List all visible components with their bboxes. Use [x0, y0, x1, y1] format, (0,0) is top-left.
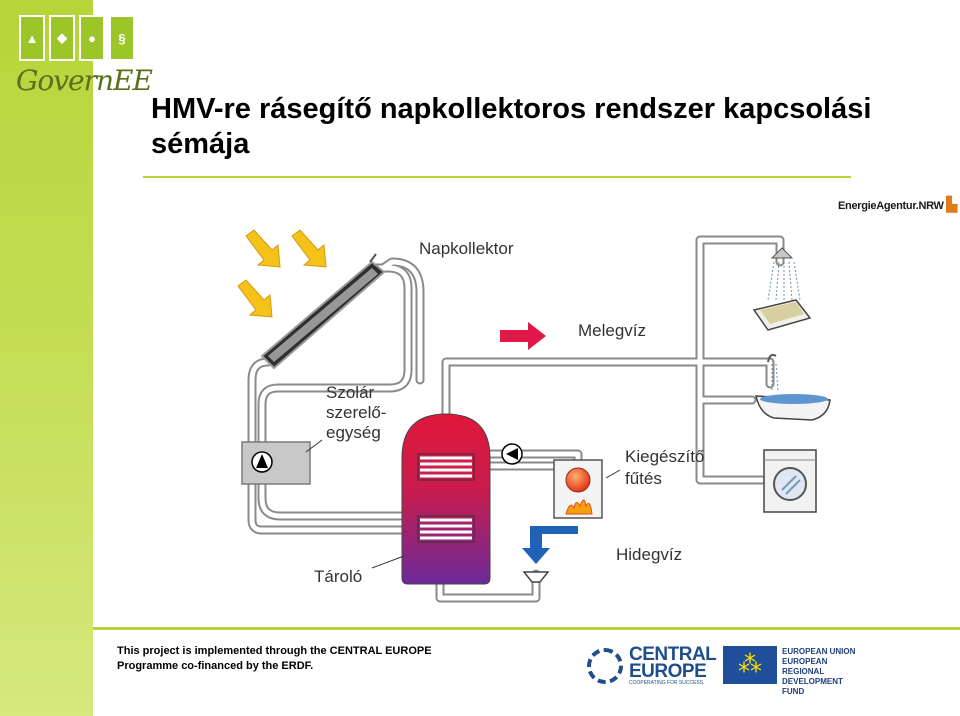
- label-solar-unit-1: Szolár: [326, 383, 375, 402]
- washing-machine-icon: [763, 449, 817, 513]
- page-title: HMV-re rásegítő napkollektoros rendszer …: [151, 92, 951, 162]
- solar-collector-icon: [260, 253, 386, 370]
- eu-line-1: EUROPEAN UNION: [782, 647, 856, 656]
- logo-tiles: ▲ ◆ ● §: [19, 15, 135, 61]
- title-line-2: sémája: [151, 128, 250, 160]
- central-europe-wordmark: CENTRAL EUROPE: [629, 644, 717, 682]
- footer-divider: [93, 627, 960, 630]
- hot-water-arrow-icon: [500, 322, 546, 350]
- left-green-band: [0, 0, 93, 716]
- energieagentur-mark-icon: ▙: [946, 196, 957, 212]
- label-cold-water: Hidegvíz: [616, 545, 682, 564]
- ce-line-1: CENTRAL: [629, 644, 717, 665]
- solar-station-unit: [241, 439, 323, 485]
- flame-icon: [565, 499, 593, 515]
- label-hot-water: Melegvíz: [578, 321, 646, 340]
- pipe-network: [247, 235, 785, 603]
- circulation-pump: [501, 443, 523, 465]
- logo-wordmark: GovernEE: [16, 64, 153, 97]
- storage-tank-icon: [371, 413, 491, 585]
- sun-ray-icon: [291, 229, 327, 268]
- label-storage: Tároló: [314, 567, 362, 586]
- logo-tile-icon: ▲: [19, 15, 45, 61]
- ce-tagline: COOPERATING FOR SUCCESS.: [629, 680, 705, 686]
- label-collector: Napkollektor: [419, 239, 514, 258]
- shower-icon: [752, 247, 812, 331]
- central-europe-ring-icon: [587, 648, 623, 684]
- sun-ray-icon: [237, 279, 273, 318]
- sun-rays: [237, 229, 327, 318]
- title-line-1: HMV-re rásegítő napkollektoros rendszer …: [151, 93, 872, 125]
- eu-flag-icon: ⁂: [723, 646, 777, 684]
- label-solar-unit-2: szerelő-: [326, 403, 386, 422]
- label-solar-unit-3: egység: [326, 423, 381, 442]
- eu-line-2: EUROPEAN REGIONAL: [782, 657, 828, 676]
- governee-logo: ▲ ◆ ● § GovernEE: [10, 12, 153, 100]
- bathtub-icon: [755, 353, 831, 421]
- cold-water-inlet: [522, 526, 578, 583]
- label-aux-heating-2: fűtés: [625, 469, 662, 488]
- label-aux-heating-1: Kiegészítő: [625, 447, 704, 466]
- logo-tile-icon: §: [109, 15, 135, 61]
- auxiliary-heater: [553, 459, 621, 519]
- eu-fund-text: EUROPEAN UNION EUROPEAN REGIONAL DEVELOP…: [782, 647, 862, 697]
- footer-text-line-1: This project is implemented through the …: [117, 645, 432, 657]
- energieagentur-logo: EnergieAgentur.NRW ▙: [838, 196, 957, 213]
- logo-tile-icon: ●: [79, 15, 105, 61]
- title-divider: [143, 176, 851, 178]
- cold-water-arrow-icon: [522, 526, 578, 564]
- footer-funding-text: This project is implemented through the …: [117, 644, 447, 674]
- footer-text-line-2: Programme co-financed by the ERDF.: [117, 660, 314, 672]
- logo-tile-icon: ◆: [49, 15, 75, 61]
- central-europe-logo: CENTRAL EUROPE COOPERATING FOR SUCCESS.: [587, 644, 717, 686]
- burner-icon: [565, 467, 591, 493]
- energieagentur-wordmark: EnergieAgentur.NRW: [838, 200, 944, 212]
- ce-line-2: EUROPE: [629, 661, 707, 682]
- sun-ray-icon: [245, 229, 281, 268]
- eu-line-3: DEVELOPMENT FUND: [782, 677, 843, 696]
- eu-stars-icon: ⁂: [738, 651, 762, 678]
